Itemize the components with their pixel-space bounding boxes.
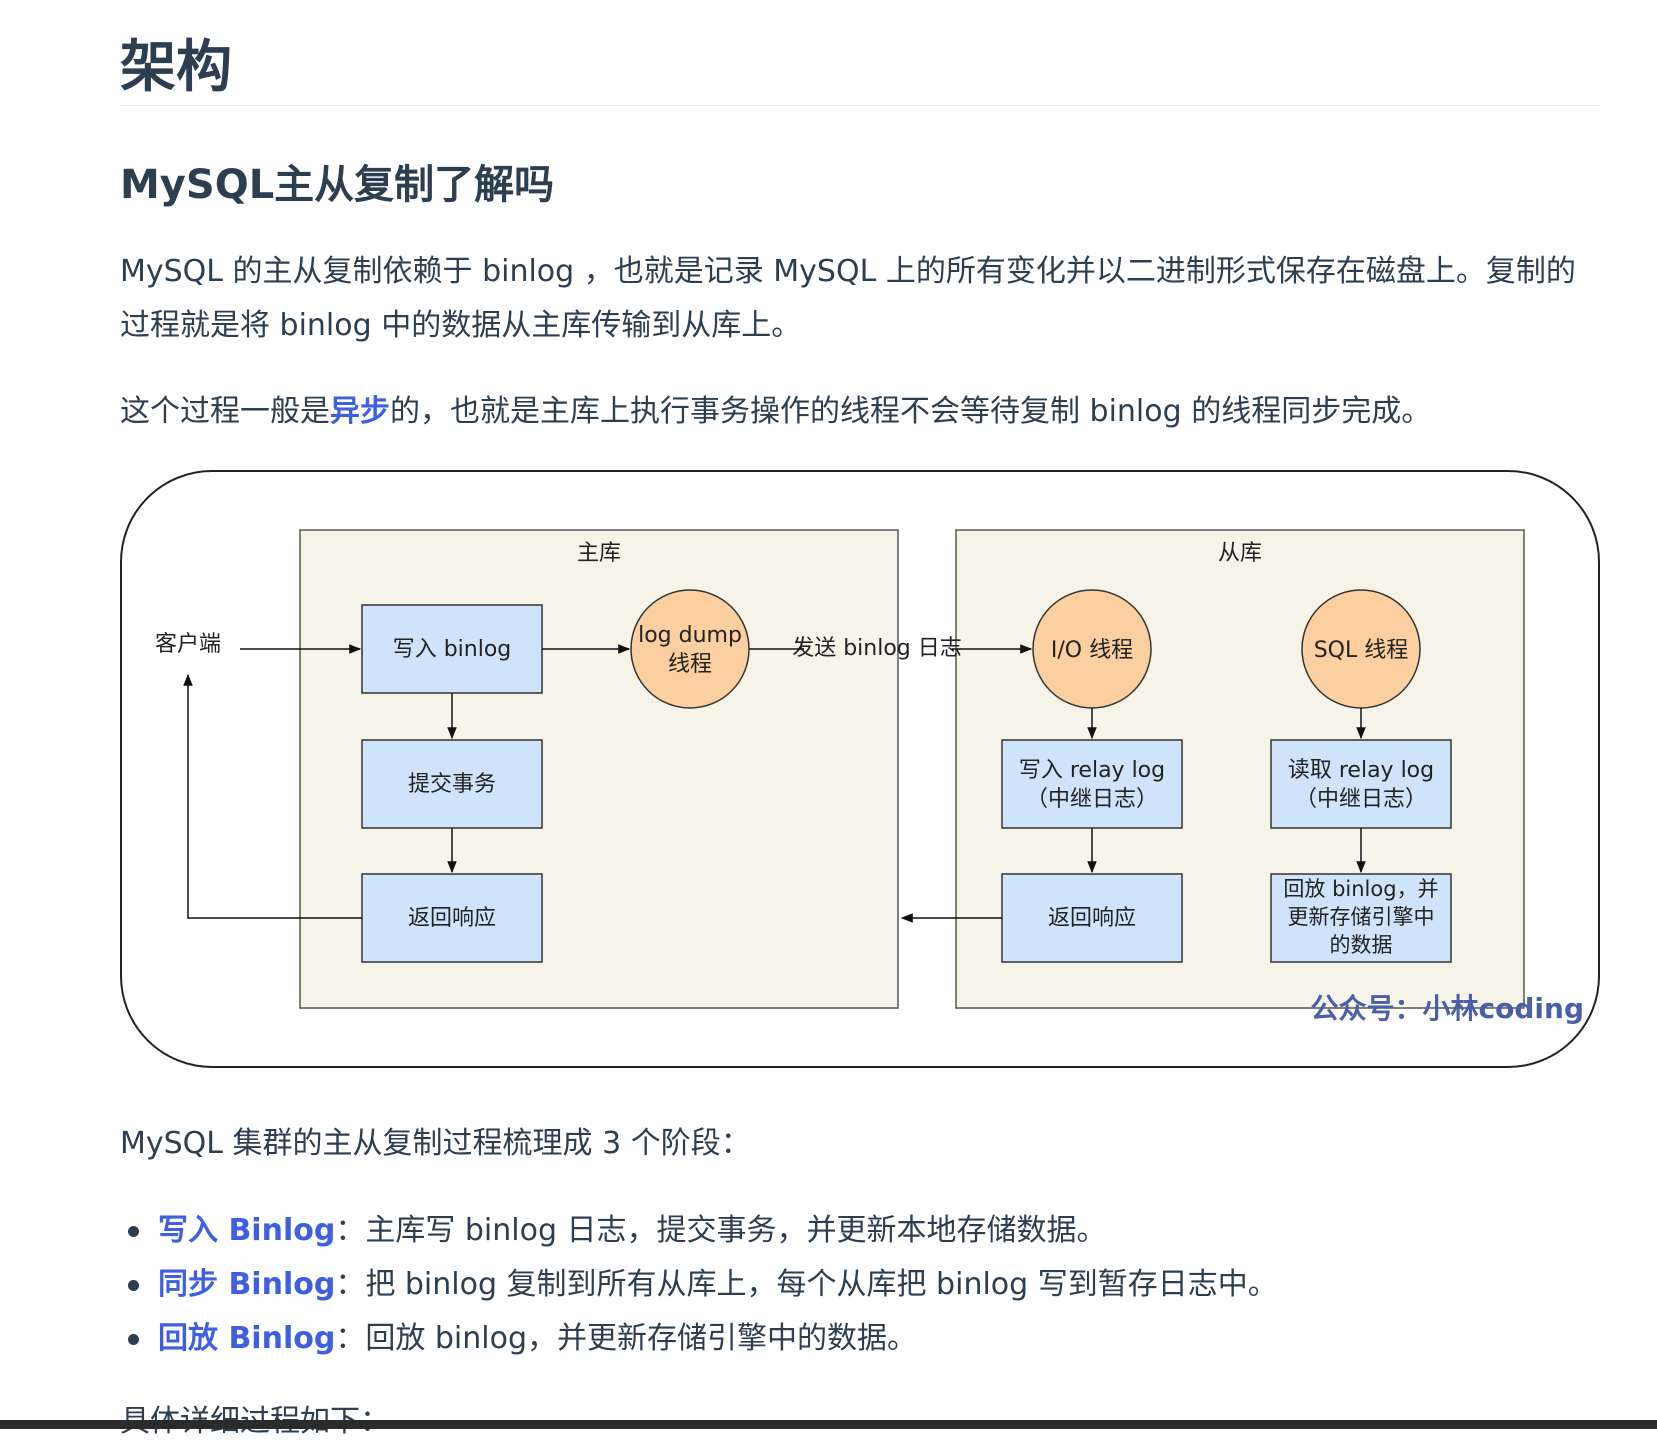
read-relay-label-2: （中继日志） <box>1295 787 1427 812</box>
stages-list: 写入 Binlog：主库写 binlog 日志，提交事务，并更新本地存储数据。 … <box>120 1204 1278 1366</box>
write-relay-label-1: 写入 relay log <box>1019 758 1165 783</box>
stage-label: 同步 Binlog <box>158 1267 336 1302</box>
master-zone-title: 主库 <box>577 541 621 566</box>
async-text-after: 的，也就是主库上执行事务操作的线程不会等待复制 binlog 的线程同步完成。 <box>390 394 1432 429</box>
replay-box <box>1270 873 1452 963</box>
read-relay-box <box>1270 739 1452 829</box>
page-title: 架构 <box>120 35 232 100</box>
io-thread-label: I/O 线程 <box>1051 638 1133 663</box>
replay-label-3: 的数据 <box>1330 933 1393 957</box>
stage-label: 回放 Binlog <box>158 1321 336 1356</box>
slave-response-box <box>1001 873 1183 963</box>
write-relay-label-2: （中继日志） <box>1026 787 1158 812</box>
async-text-before: 这个过程一般是 <box>120 394 330 429</box>
dump-thread-label-1: log dump <box>638 623 742 648</box>
watermark: 公众号：小林coding <box>1311 992 1584 1025</box>
list-item: 回放 Binlog：回放 binlog，并更新存储引擎中的数据。 <box>128 1312 1278 1366</box>
replication-diagram: 主库 从库 客户端 写入 binlog 提交事务 返回响应 log dump 线… <box>120 470 1600 1068</box>
master-response-label: 返回响应 <box>408 906 496 931</box>
master-response-box <box>361 873 543 963</box>
send-binlog-label: 发送 binlog 日志 <box>792 636 962 661</box>
slave-response-label: 返回响应 <box>1048 906 1136 931</box>
read-relay-label-1: 读取 relay log <box>1288 758 1434 783</box>
intro-paragraph: MySQL 的主从复制依赖于 binlog ，也就是记录 MySQL 上的所有变… <box>120 254 1576 343</box>
bullet-icon <box>128 1280 139 1291</box>
stage-text: ：回放 binlog，并更新存储引擎中的数据。 <box>335 1321 917 1356</box>
async-highlight: 异步 <box>330 394 390 429</box>
stage-label: 写入 Binlog <box>158 1213 336 1248</box>
stage-text: ：主库写 binlog 日志，提交事务，并更新本地存储数据。 <box>335 1213 1107 1248</box>
stages-intro: MySQL 集群的主从复制过程梳理成 3 个阶段： <box>120 1126 751 1161</box>
arrow-response-to-client <box>183 673 362 919</box>
dump-thread-circle <box>630 589 750 709</box>
bottom-scroll-bar[interactable] <box>0 1420 1657 1429</box>
section-heading: MySQL主从复制了解吗 <box>120 162 555 208</box>
commit-tx-label: 提交事务 <box>408 772 496 797</box>
write-binlog-label: 写入 binlog <box>393 637 512 662</box>
replication-diagram-svg: 主库 从库 客户端 写入 binlog 提交事务 返回响应 log dump 线… <box>155 529 1584 1025</box>
bullet-icon <box>128 1334 139 1345</box>
client-label: 客户端 <box>155 632 221 657</box>
replay-label-2: 更新存储引擎中 <box>1288 905 1435 929</box>
commit-tx-box <box>361 739 543 829</box>
title-divider <box>120 105 1600 106</box>
stage-text: ：把 binlog 复制到所有从库上，每个从库把 binlog 写到暂存日志中。 <box>335 1267 1278 1302</box>
bullet-icon <box>128 1226 139 1237</box>
list-item: 写入 Binlog：主库写 binlog 日志，提交事务，并更新本地存储数据。 <box>128 1204 1278 1258</box>
sql-thread-label: SQL 线程 <box>1314 638 1409 663</box>
replay-label-1: 回放 binlog，并 <box>1283 877 1438 901</box>
list-item: 同步 Binlog：把 binlog 复制到所有从库上，每个从库把 binlog… <box>128 1258 1278 1312</box>
slave-zone-title: 从库 <box>1218 541 1262 566</box>
dump-thread-label-2: 线程 <box>668 652 712 677</box>
write-relay-box <box>1001 739 1183 829</box>
async-paragraph: 这个过程一般是异步的，也就是主库上执行事务操作的线程不会等待复制 binlog … <box>120 385 1600 439</box>
